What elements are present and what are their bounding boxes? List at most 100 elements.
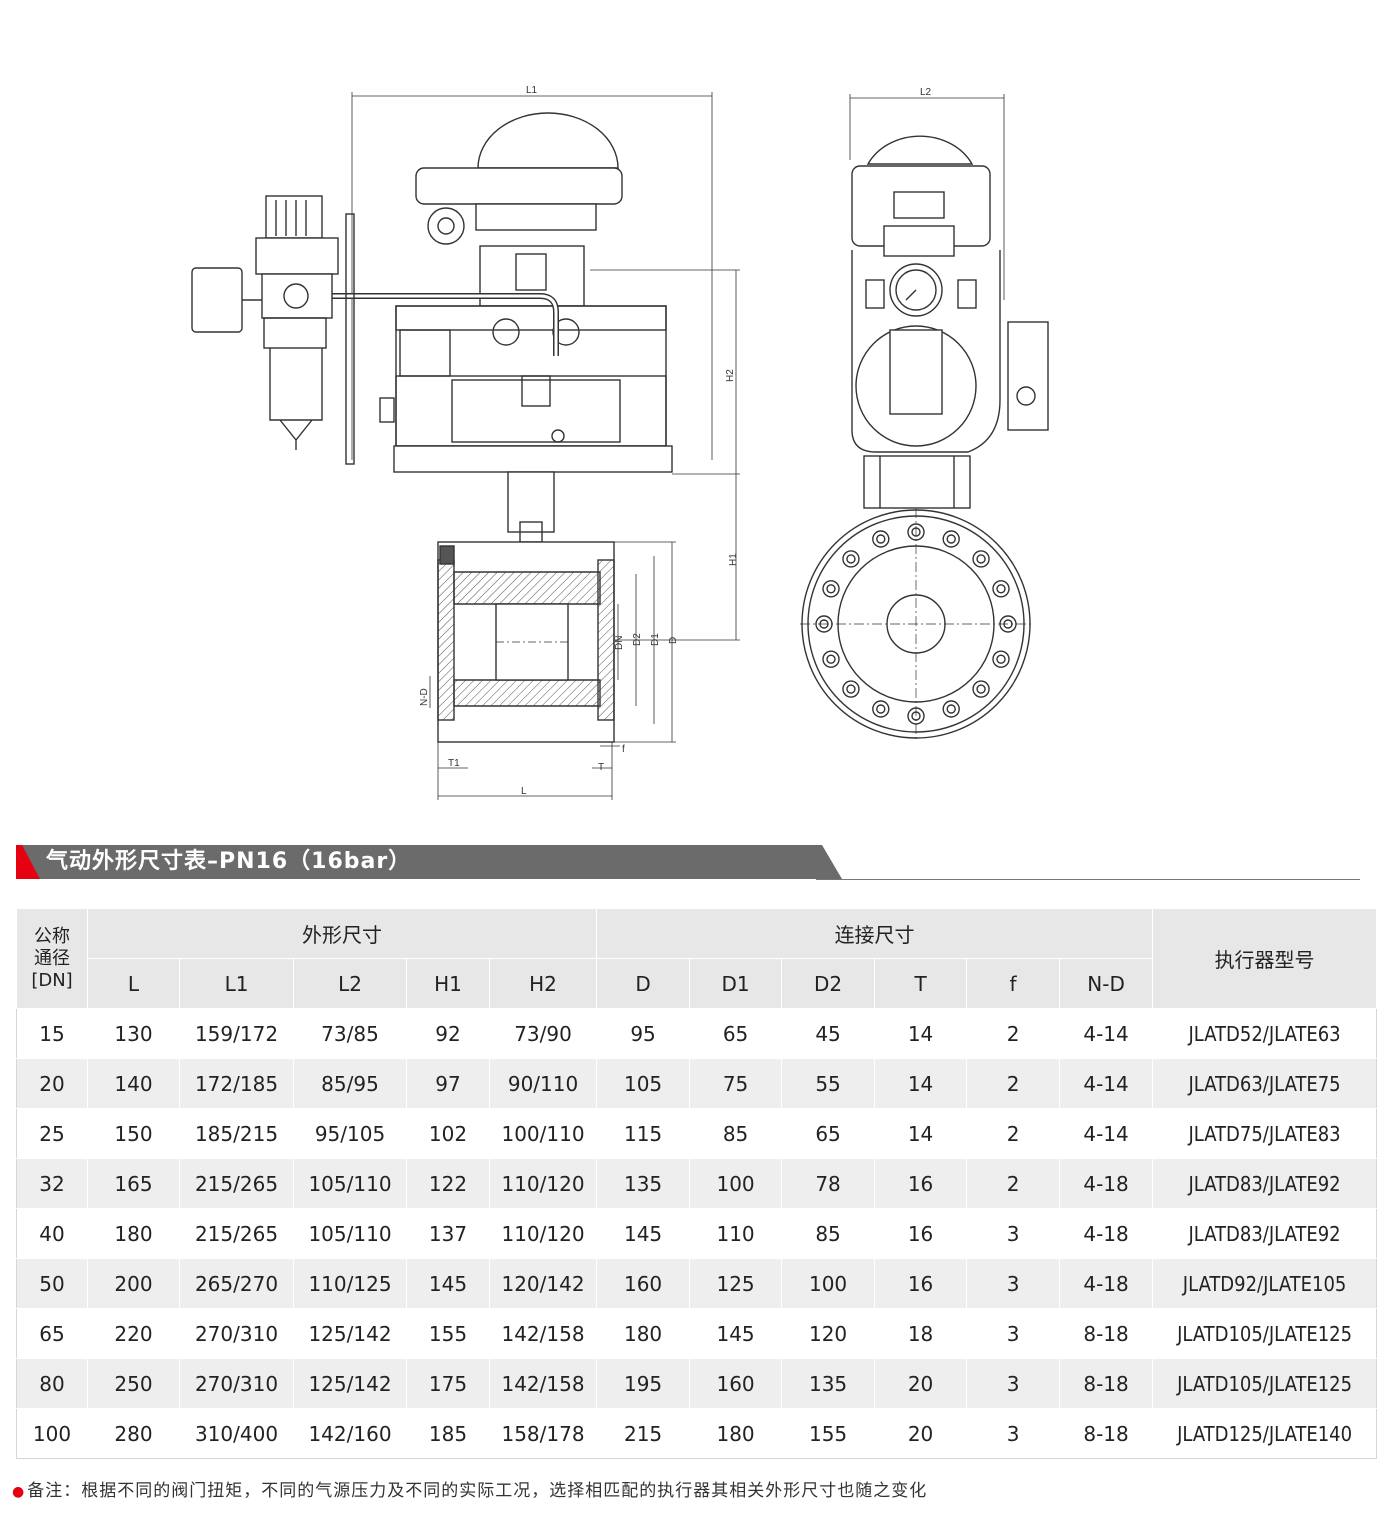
table-cell: 110/120 [488, 1208, 598, 1259]
actuator-model-cell: JLATD92/JLATE105 [1152, 1258, 1378, 1309]
column-header: H1 [406, 958, 490, 1009]
table-cell: 105 [596, 1058, 691, 1109]
table-cell: 125/142 [293, 1308, 407, 1359]
table-cell: 4-14 [1059, 1058, 1154, 1109]
bolt-hole-inner [846, 684, 856, 694]
column-header: N-D [1059, 958, 1154, 1009]
table-cell: 80 [16, 1358, 88, 1409]
table-cell: 3 [966, 1408, 1061, 1459]
table-cell: 110/120 [488, 1158, 598, 1209]
table-cell: 185 [406, 1408, 490, 1459]
table-cell: 3 [966, 1258, 1061, 1309]
actuator-model-cell: JLATD105/JLATE125 [1152, 1308, 1378, 1359]
table-cell: 2 [966, 1008, 1061, 1059]
table-cell: 3 [966, 1358, 1061, 1409]
table-cell: 125/142 [293, 1358, 407, 1409]
actuator-model-cell: JLATD125/JLATE140 [1152, 1408, 1378, 1459]
section-header-band [16, 845, 842, 879]
table-cell: 122 [406, 1158, 490, 1209]
bolt-hole [999, 615, 1017, 633]
table-cell: 97 [406, 1058, 490, 1109]
table-cell: 25 [16, 1108, 88, 1159]
table-cell: 4-18 [1059, 1158, 1154, 1209]
column-header: L [87, 958, 180, 1009]
column-header: f [966, 958, 1061, 1009]
section-header: 气动外形尺寸表–PN16（16bar） [16, 845, 1360, 881]
table-cell: 159/172 [179, 1008, 294, 1059]
bolt-hole [815, 615, 833, 633]
table-cell: 200 [87, 1258, 180, 1309]
table-cell: 40 [16, 1208, 88, 1259]
footnote: ●备注：根据不同的阀门扭矩，不同的气源压力及不同的实际工况，选择相匹配的执行器其… [12, 1476, 927, 1501]
svg-text:D1: D1 [650, 633, 661, 646]
table-cell: 85 [781, 1208, 876, 1259]
table-cell: 120/142 [488, 1258, 598, 1309]
header-dn-line: 通径 [34, 947, 70, 969]
table-cell: 65 [689, 1008, 783, 1059]
bolt-hole-inner [996, 584, 1006, 594]
table-cell: 100 [16, 1408, 88, 1459]
svg-text:D2: D2 [632, 633, 643, 646]
table-cell: 180 [87, 1208, 180, 1259]
table-cell: 130 [87, 1008, 180, 1059]
bolt-hole [992, 650, 1010, 668]
table-cell: 145 [406, 1258, 490, 1309]
table-cell: 85/95 [293, 1058, 407, 1109]
table-cell: 16 [874, 1158, 968, 1209]
table-cell: 140 [87, 1058, 180, 1109]
bolt-hole-inner [911, 527, 921, 537]
svg-text:N-D: N-D [419, 688, 430, 706]
section-title: 气动外形尺寸表–PN16（16bar） [46, 849, 412, 874]
table-cell: 16 [874, 1258, 968, 1309]
table-cell: 90/110 [488, 1058, 598, 1109]
svg-text:H1: H1 [728, 553, 739, 566]
bolt-hole [907, 523, 925, 541]
header-group-connection: 连接尺寸 [596, 908, 1154, 959]
table-cell: 142/158 [488, 1308, 598, 1359]
table-cell: 155 [781, 1408, 876, 1459]
table-cell: 265/270 [179, 1258, 294, 1309]
table-cell: 150 [87, 1108, 180, 1159]
actuator-model-cell: JLATD63/JLATE75 [1152, 1058, 1378, 1109]
table-cell: 8-18 [1059, 1308, 1154, 1359]
table-cell: 135 [596, 1158, 691, 1209]
table-cell: 145 [596, 1208, 691, 1259]
table-cell: 8-18 [1059, 1358, 1154, 1409]
table-cell: 172/185 [179, 1058, 294, 1109]
side-view [800, 94, 1049, 740]
table-cell: 92 [406, 1008, 490, 1059]
table-cell: 142/158 [488, 1358, 598, 1409]
table-cell: 75 [689, 1058, 783, 1109]
svg-text:T: T [598, 762, 604, 773]
table-cell: 20 [16, 1058, 88, 1109]
table-cell: 14 [874, 1008, 968, 1059]
table-cell: 160 [689, 1358, 783, 1409]
table-cell: 142/160 [293, 1408, 407, 1459]
svg-text:H2: H2 [725, 369, 736, 382]
table-cell: 2 [966, 1158, 1061, 1209]
table-cell: 4-14 [1059, 1008, 1154, 1059]
table-cell: 3 [966, 1308, 1061, 1359]
table-cell: 78 [781, 1158, 876, 1209]
actuator-model-cell: JLATD52/JLATE63 [1152, 1008, 1378, 1059]
svg-text:D: D [668, 637, 679, 644]
table-cell: 102 [406, 1108, 490, 1159]
table-cell: 18 [874, 1308, 968, 1359]
table-cell: 175 [406, 1358, 490, 1409]
bolt-hole-inner [826, 584, 836, 594]
header-group-outline: 外形尺寸 [86, 908, 598, 959]
table-cell: 155 [406, 1308, 490, 1359]
table-cell: 4-18 [1059, 1258, 1154, 1309]
dimension-labels: L1 L2 H2 H1 DN D2 D1 D N-D f T1 T L [419, 85, 932, 797]
table-cell: 160 [596, 1258, 691, 1309]
column-header: L2 [293, 958, 407, 1009]
table-cell: 95/105 [293, 1108, 407, 1159]
